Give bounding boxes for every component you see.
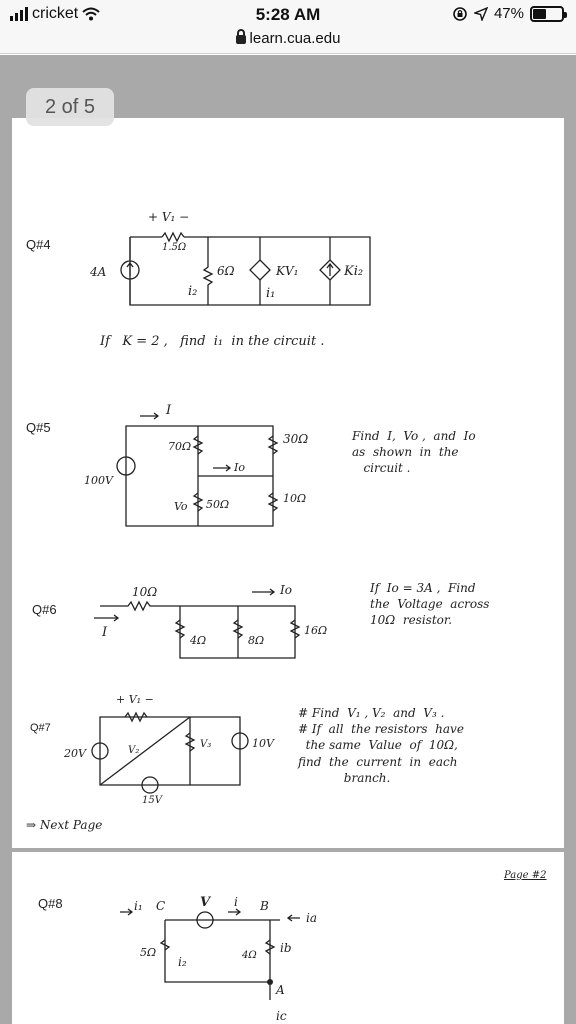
q6-r-series: 10Ω [132,585,157,599]
q4-circuit-diagram: + V₁ − 1.5Ω 4A 6Ω i₂ KV₁ i₁ Ki₂ [89,210,371,306]
page2-tag: Page #2 [504,870,547,881]
q5-source-label: 100V [84,474,114,487]
q8-r4-label: 4Ω [241,950,257,961]
q7-src-bottom: 15V [142,795,164,805]
q6-circuit-diagram: 10Ω Io I 4Ω 8Ω 16Ω [94,583,327,659]
q6-question: If Io = 3A , Find the Voltage across 10Ω… [370,581,490,628]
q8-node-v: V [200,895,212,910]
q6-label: Q#6 [32,602,57,617]
document-page-1 [12,118,564,848]
q8-i2-label: i₂ [178,955,187,969]
status-bar: cricket 5:28 AM 47% [0,0,576,30]
signal-icon [10,7,28,21]
q5-question: Find I, Vo , and Io as shown in the circ… [352,429,476,476]
next-page-text: Next Page [39,818,103,832]
q5-vo-label: Vo [174,500,188,513]
q8-circuit-diagram: i₁ C V i B ia 5Ω i₂ 4Ω ib A ic [120,895,317,1023]
q8-node-a: A [275,983,285,997]
q4-r1-label: 1.5Ω [162,242,186,253]
q8-i-label: i [234,895,238,909]
lock-icon [235,29,246,44]
q4-i2-label: i₂ [188,284,197,299]
q6-io-label: Io [279,583,292,597]
q5-r-bot-left: 50Ω [206,498,229,511]
battery-icon [530,5,567,22]
q8-node-b: B [259,899,269,913]
q6-r-a: 4Ω [189,634,206,647]
wifi-icon [82,7,100,21]
q5-io-label: Io [233,461,245,474]
location-icon [473,6,488,21]
q7-question: # Find V₁ , V₂ and V₃ . # If all the res… [298,706,464,785]
q7-src-right: 10V [252,737,275,750]
q4-dep-i-label: Ki₂ [343,264,363,279]
q6-input-label: I [101,625,108,640]
q5-r-bot-right: 10Ω [283,492,306,505]
carrier-area: cricket [10,5,100,23]
q7-label: Q#7 [30,722,51,734]
q7-v2-label: V₂ [128,745,139,756]
q8-ib-label: ib [280,941,292,955]
orientation-lock-icon [453,6,467,21]
q8-label: Q#8 [38,896,63,911]
clock: 5:28 AM [255,5,321,24]
status-indicators: 47% [452,5,567,22]
q5-label: Q#5 [26,420,51,435]
carrier-name: cricket [32,5,79,22]
q4-r2-label: 6Ω [217,264,235,278]
q7-v3-label: V₃ [200,739,211,750]
q8-i1-label: i₁ [134,899,143,913]
q7-src-left: 20V [63,747,87,760]
q8-ic-label: ic [276,1009,287,1023]
q4-dep-v-label: KV₁ [275,264,298,278]
address-bar[interactable]: learn.cua.edu [0,29,576,54]
q4-source-label: 4A [89,265,107,279]
q7-v1-label: + V₁ − [116,693,154,706]
q4-i1-label: i₁ [266,286,275,301]
q4-question: If K = 2 , find i₁ in the circuit . [100,334,325,349]
q4-v1-label: + V₁ − [148,210,189,224]
q5-current-label: I [165,403,172,418]
q6-r-b: 8Ω [248,634,264,647]
document-page-2 [12,852,564,1024]
q5-r-top-right: 30Ω [283,432,308,446]
q5-r-top-left: 70Ω [168,440,191,453]
url-domain: learn.cua.edu [249,30,341,47]
q6-r-c: 16Ω [304,624,327,637]
q7-circuit-diagram: + V₁ − V₂ V₃ 20V 10V 15V [63,693,275,805]
q8-ia-label: ia [306,911,317,925]
next-page-note: ⇒ Next Page [26,818,102,832]
double-arrow-icon: ⇒ [26,818,40,832]
q4-label: Q#4 [26,237,51,252]
battery-percent: 47% [493,5,524,22]
q8-node-c: C [156,899,165,913]
q8-r5-label: 5Ω [140,946,156,959]
page-indicator: 2 of 5 [26,88,114,126]
q5-circuit-diagram: I 70Ω 30Ω Io 100V Vo 50Ω 10Ω [84,403,308,527]
